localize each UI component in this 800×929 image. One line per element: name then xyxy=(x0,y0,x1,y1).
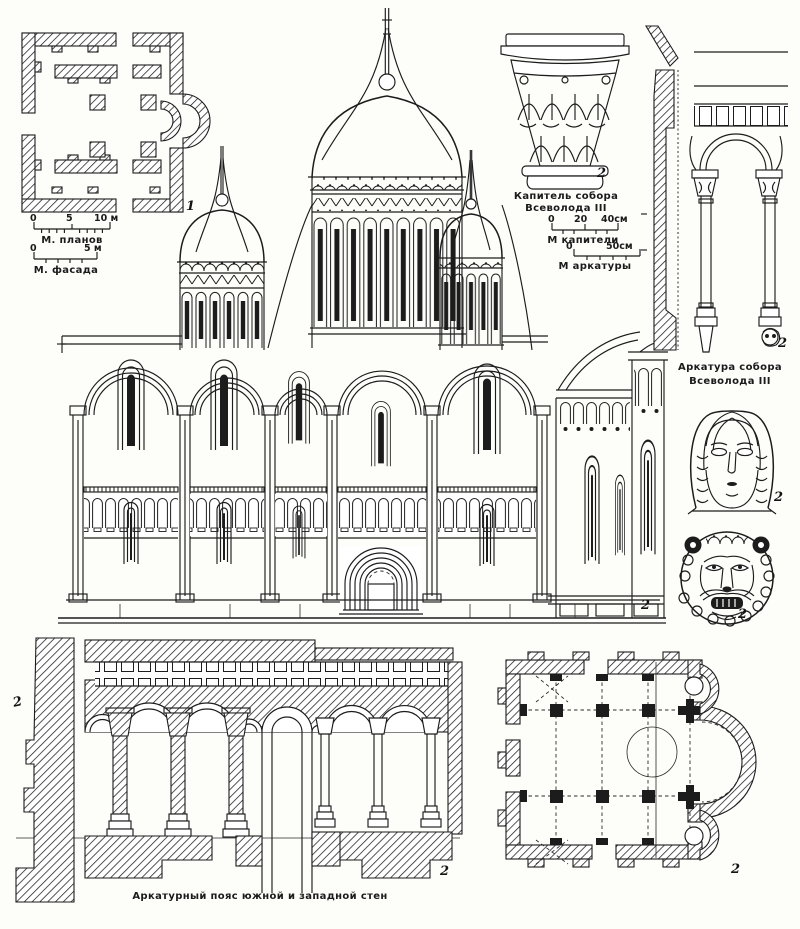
scale-plans-tick-5: 5 xyxy=(66,213,73,224)
scale-capitals-tick-40: 40см xyxy=(601,214,628,225)
scale-arcatures-tick-50: 50см xyxy=(606,241,633,252)
zakomary-arches xyxy=(83,365,537,416)
braids xyxy=(696,455,768,504)
band-window xyxy=(261,706,313,893)
ground-line xyxy=(58,599,666,624)
cathedral-elevation xyxy=(57,8,668,624)
vault-axes xyxy=(522,675,691,865)
apse-section xyxy=(548,331,668,618)
figure-number-small-plan: 1 xyxy=(186,199,196,214)
capital-caption-line2: Всеволода III xyxy=(525,203,607,214)
wall-section-profile xyxy=(641,25,679,351)
acanthus-leaves xyxy=(517,75,611,163)
scale-bar-capitals xyxy=(551,223,619,234)
left-pier xyxy=(15,637,75,903)
mane-bumps xyxy=(678,554,775,627)
scale-capitals-tick-0: 0 xyxy=(548,214,555,225)
scale-bar-arcatures xyxy=(573,249,641,260)
capital-figure xyxy=(500,33,630,190)
arcature-shafts xyxy=(698,196,778,308)
left-dome xyxy=(177,146,267,350)
arcature-caption-line2: Всеволода III xyxy=(689,376,771,387)
scale-arcatures-label: М аркатуры xyxy=(558,261,632,272)
scale-plans-label: М. планов xyxy=(41,235,103,246)
figure-number-large-plan: 2 xyxy=(731,862,741,877)
central-dome xyxy=(308,8,466,348)
arcade-band-caption: Аркатурный пояс южной и западной стен xyxy=(132,891,388,902)
figure-number-lion-mask: 2 xyxy=(738,607,748,622)
figure-number-band-right: 2 xyxy=(440,864,450,879)
thin-columns xyxy=(314,717,442,828)
scale-facades-label: М. фасада xyxy=(33,265,99,276)
scale-facades-tick-5: 5 м xyxy=(84,243,102,254)
plan-piers xyxy=(520,674,700,845)
arcature-capitals xyxy=(691,169,783,197)
arcature-figure xyxy=(689,51,788,353)
round-column xyxy=(684,676,704,696)
arcature-caption-line1: Аркатура собора xyxy=(678,362,782,373)
capital-caption-line1: Капитель собора xyxy=(513,191,619,202)
lion-ears xyxy=(684,536,770,554)
large-plan-figure xyxy=(497,651,757,868)
scale-arcatures-tick-0: 0 xyxy=(566,241,573,252)
dome-circle xyxy=(626,726,678,778)
arcade-band-figure xyxy=(15,637,463,903)
facade-cornice xyxy=(57,335,548,353)
scale-facades-tick-0: 0 xyxy=(30,243,37,254)
lion-mask-figure xyxy=(678,531,775,627)
scale-capitals-label: М капители xyxy=(547,235,619,246)
arcature-bases xyxy=(694,307,782,353)
figure-number-female-mask: 2 xyxy=(774,490,784,505)
figure-number-arcature: 2 xyxy=(778,336,788,351)
female-mask-figure xyxy=(687,410,777,515)
scale-plans-tick-10: 10 м xyxy=(94,213,119,224)
pilasters xyxy=(68,405,552,603)
figure-number-capital: 2 xyxy=(597,166,607,181)
scale-capitals-tick-20: 20 xyxy=(574,214,588,225)
scale-bar-plans xyxy=(33,222,111,233)
small-plan-figure xyxy=(21,32,211,213)
thick-columns xyxy=(105,707,251,838)
figure-number-elevation: 2 xyxy=(641,598,651,613)
portal xyxy=(339,546,423,616)
scale-plans-tick-0: 0 xyxy=(30,213,37,224)
hair-strands xyxy=(705,411,759,453)
scale-bar-facades xyxy=(33,252,98,263)
right-dome xyxy=(437,150,505,350)
facade-arcature-band xyxy=(83,486,537,567)
round-column xyxy=(684,826,704,846)
